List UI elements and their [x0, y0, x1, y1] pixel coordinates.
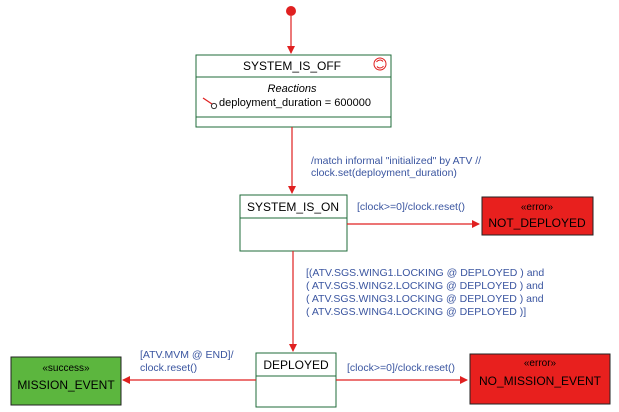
initial-state — [286, 6, 296, 16]
transition-label-off-to-on: clock.set(deployment_duration) — [311, 167, 457, 179]
transition-label-on-to-deployed: ( ATV.SGS.WING2.LOCKING @ DEPLOYED ) and — [306, 280, 544, 292]
transition-label-deployed-to-mission-event: clock.reset() — [140, 362, 197, 374]
state-name: SYSTEM_IS_OFF — [243, 59, 341, 73]
state-name: SYSTEM_IS_ON — [247, 200, 339, 214]
sync-icon — [373, 57, 387, 71]
state-deployed[interactable]: DEPLOYED — [255, 352, 337, 408]
state-name: DEPLOYED — [263, 358, 329, 372]
transition-label-on-to-deployed: ( ATV.SGS.WING4.LOCKING @ DEPLOYED )] — [306, 306, 526, 318]
stereotype-label: «error» — [521, 202, 554, 213]
state-no-mission-event[interactable]: «error» NO_MISSION_EVENT — [469, 353, 611, 405]
reactions-title: Reactions — [268, 83, 317, 95]
transition-label-off-to-on: /match informal "initialized" by ATV // — [311, 155, 481, 167]
state-not-deployed[interactable]: «error» NOT_DEPLOYED — [481, 196, 594, 236]
stereotype-label: «error» — [524, 358, 557, 369]
transition-label-on-to-not-deployed: [clock>=0]/clock.reset() — [357, 201, 465, 213]
transition-label-on-to-deployed: ( ATV.SGS.WING3.LOCKING @ DEPLOYED ) and — [306, 293, 544, 305]
reaction-icon — [202, 97, 218, 110]
stereotype-label: «success» — [42, 363, 90, 374]
state-mission-event[interactable]: «success» MISSION_EVENT — [10, 356, 122, 406]
state-system-is-on[interactable]: SYSTEM_IS_ON — [239, 194, 348, 252]
transition-label-deployed-to-no-mission-event: [clock>=0]/clock.reset() — [347, 362, 455, 374]
state-name: MISSION_EVENT — [17, 378, 115, 392]
reaction-text: deployment_duration = 600000 — [219, 97, 371, 109]
transition-label-on-to-deployed: [(ATV.SGS.WING1.LOCKING @ DEPLOYED ) and — [306, 267, 544, 279]
state-name: NOT_DEPLOYED — [488, 216, 586, 230]
state-name: NO_MISSION_EVENT — [479, 374, 602, 388]
state-system-is-off[interactable]: SYSTEM_IS_OFF Reactions deployment_durat… — [195, 54, 392, 128]
transition-label-deployed-to-mission-event: [ATV.MVM @ END]/ — [140, 349, 234, 361]
